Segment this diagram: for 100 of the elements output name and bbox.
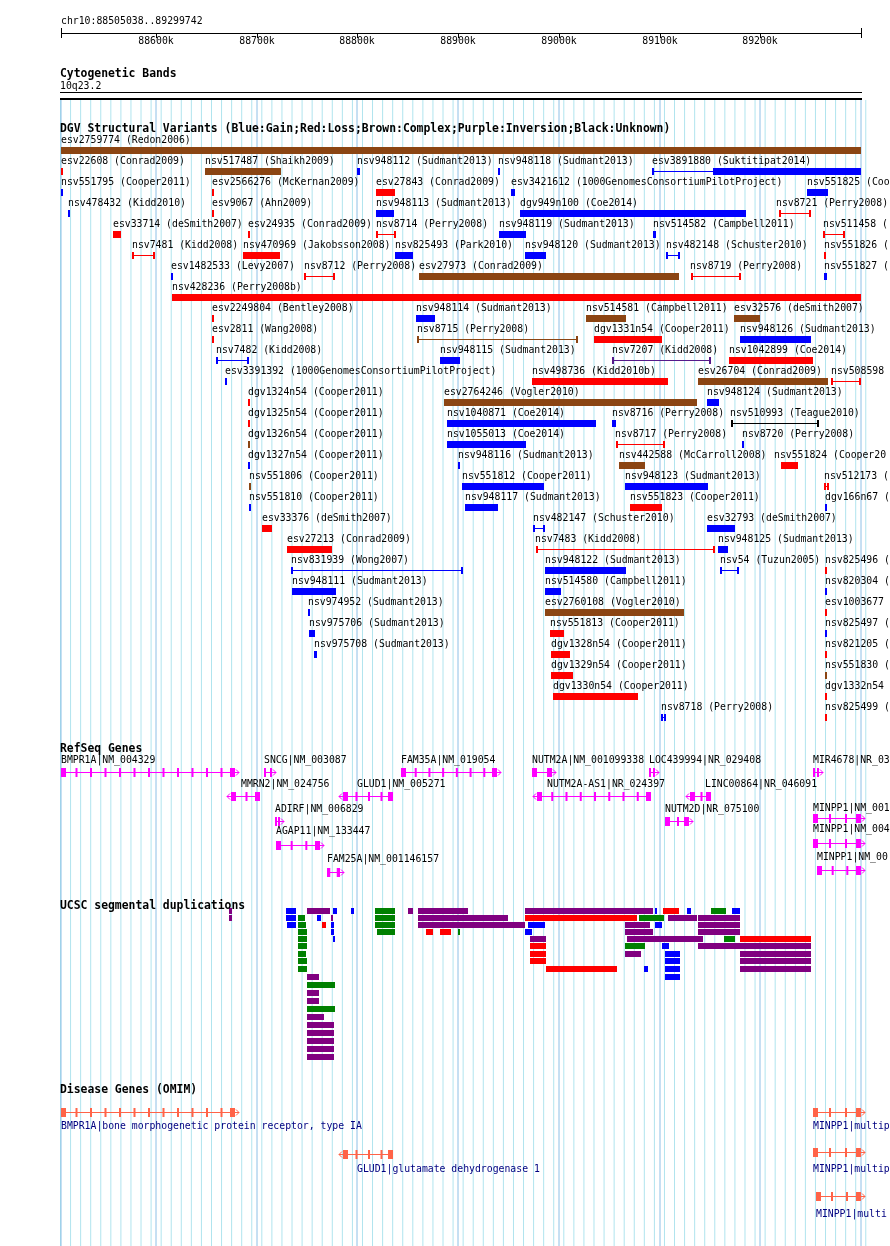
variant-label: nsv948114 (Sudmant2013) — [416, 302, 552, 313]
variant-label: nsv948115 (Sudmant2013) — [440, 344, 576, 355]
variant-label: nsv8719 (Perry2008) — [690, 260, 803, 271]
disease-gene-label: MINPP1|multi — [816, 1208, 887, 1219]
variant-label: nsv478432 (Kidd2010) — [68, 197, 186, 208]
tick-label: 89200k — [742, 35, 778, 46]
disease-gene-label: GLUD1|glutamate dehydrogenase 1 — [357, 1163, 540, 1174]
variant-label: esv32793 (deSmith2007) — [707, 512, 837, 523]
variant-label: dgv1327n54 (Cooper2011) — [248, 449, 384, 460]
disease-gene-label: MINPP1|multip — [813, 1120, 890, 1131]
gene-label: MINPP1|NM_00 — [817, 851, 888, 862]
variant-label: nsv948119 (Sudmant2013) — [499, 218, 635, 229]
variant-label: nsv442588 (McCarroll2008) — [619, 449, 767, 460]
variant-label: nsv510993 (Teague2010) — [730, 407, 860, 418]
gene-label: NUTM2A-AS1|NR_024397 — [547, 778, 665, 789]
variant-label: nsv551806 (Cooper2011) — [249, 470, 379, 481]
gene-label: ADIRF|NM_006829 — [275, 803, 364, 814]
variant-label: nsv482147 (Schuster2010) — [533, 512, 675, 523]
variant-label: dgv1326n54 (Cooper2011) — [248, 428, 384, 439]
variant-label: nsv948118 (Sudmant2013) — [498, 155, 634, 166]
variant-label: nsv8715 (Perry2008) — [417, 323, 530, 334]
variant-label: nsv948113 (Sudmant2013) — [376, 197, 512, 208]
gene-label: MMRN2|NM_024756 — [241, 778, 330, 789]
variant-label: esv24935 (Conrad2009) — [248, 218, 372, 229]
variant-label: nsv551812 (Cooper2011) — [462, 470, 592, 481]
variant-label: esv3891880 (Suktitipat2014) — [652, 155, 812, 166]
variant-label: nsv551795 (Cooper2011) — [61, 176, 191, 187]
variant-label: nsv8714 (Perry2008) — [376, 218, 489, 229]
variant-label: esv32576 (deSmith2007) — [734, 302, 864, 313]
gene-label: MINPP1|NM_001 — [813, 802, 890, 813]
variant-label: dgv949n100 (Coe2014) — [520, 197, 638, 208]
variant-label: nsv948117 (Sudmant2013) — [465, 491, 601, 502]
variant-label: nsv948122 (Sudmant2013) — [545, 554, 681, 565]
variant-label: dgv1331n54 (Cooper2011) — [594, 323, 730, 334]
variant-label: esv27843 (Conrad2009) — [376, 176, 500, 187]
section-heading: Cytogenetic Bands — [60, 67, 177, 80]
gene-label: BMPR1A|NM_004329 — [61, 754, 156, 765]
variant-label: nsv512173 ( — [824, 470, 889, 481]
variant-label: esv3391392 (1000GenomesConsortiumPilotProject) — [225, 365, 497, 376]
variant-label: nsv825496 ( — [825, 554, 890, 565]
variant-label: nsv948111 (Sudmant2013) — [292, 575, 428, 586]
tick-label: 88800k — [339, 35, 375, 46]
variant-label: dgv1330n54 (Cooper2011) — [553, 680, 689, 691]
variant-label: esv2566276 (McKernan2009) — [212, 176, 360, 187]
variant-label: esv1482533 (Levy2007) — [171, 260, 295, 271]
variant-label: nsv1040871 (Coe2014) — [447, 407, 565, 418]
variant-label: nsv514580 (Campbell2011) — [545, 575, 687, 586]
variant-label: esv9067 (Ahn2009) — [212, 197, 313, 208]
variant-label: nsv470969 (Jakobsson2008) — [243, 239, 391, 250]
tick-label: 89100k — [642, 35, 678, 46]
gene-label: FAM35A|NM_019054 — [401, 754, 496, 765]
variant-label: nsv551830 ( — [825, 659, 890, 670]
band-label: 10q23.2 — [60, 80, 102, 91]
variant-label: nsv948123 (Sudmant2013) — [625, 470, 761, 481]
variant-label: esv3421612 (1000GenomesConsortiumPilotProject) — [511, 176, 783, 187]
disease-gene-label: BMPR1A|bone morphogenetic protein receptor, type IA — [61, 1120, 362, 1131]
variant-label: nsv948125 (Sudmant2013) — [718, 533, 854, 544]
variant-label: esv1003677 — [825, 596, 884, 607]
gene-label: MIR4678|NR_03 — [813, 754, 890, 765]
variant-label: nsv8717 (Perry2008) — [615, 428, 728, 439]
variant-label: nsv8721 (Perry2008) — [776, 197, 889, 208]
variant-label: nsv511458 ( — [823, 218, 888, 229]
variant-label: nsv8712 (Perry2008) — [304, 260, 417, 271]
variant-label: nsv514581 (Campbell2011) — [586, 302, 728, 313]
variant-label: nsv8718 (Perry2008) — [661, 701, 774, 712]
variant-label: nsv948124 (Sudmant2013) — [707, 386, 843, 397]
variant-label: dgv166n67 ( — [825, 491, 890, 502]
gene-label: NUTM2D|NR_075100 — [665, 803, 760, 814]
variant-label: nsv7482 (Kidd2008) — [216, 344, 323, 355]
variant-label: esv22608 (Conrad2009) — [61, 155, 185, 166]
gene-label: GLUD1|NM_005271 — [357, 778, 446, 789]
variant-label: esv2764246 (Vogler2010) — [444, 386, 580, 397]
gene-label: LOC439994|NR_029408 — [649, 754, 762, 765]
tick-label: 88600k — [138, 35, 174, 46]
variant-label: nsv975708 (Sudmant2013) — [314, 638, 450, 649]
variant-label: esv27213 (Conrad2009) — [287, 533, 411, 544]
variant-label: nsv1055013 (Coe2014) — [447, 428, 565, 439]
variant-label: nsv7207 (Kidd2008) — [612, 344, 719, 355]
variant-label: dgv1328n54 (Cooper2011) — [551, 638, 687, 649]
variant-label: nsv551826 ( — [824, 239, 889, 250]
disease-gene-label: MINPP1|multip — [813, 1163, 890, 1174]
section-heading: DGV Structural Variants (Blue:Gain;Red:Loss;Brown:Complex;Purple:Inversion;Black:Unknown) — [60, 122, 671, 135]
variant-label: nsv551825 (Coo — [807, 176, 890, 187]
variant-label: nsv948120 (Sudmant2013) — [525, 239, 661, 250]
variant-label: nsv498736 (Kidd2010b) — [532, 365, 656, 376]
variant-label: nsv482148 (Schuster2010) — [666, 239, 808, 250]
variant-label: nsv974952 (Sudmant2013) — [308, 596, 444, 607]
variant-label: nsv551823 (Cooper2011) — [630, 491, 760, 502]
variant-label: nsv948112 (Sudmant2013) — [357, 155, 493, 166]
section-heading: UCSC segmental duplications — [60, 899, 246, 912]
variant-label: nsv428236 (Perry2008b) — [172, 281, 302, 292]
variant-label: nsv514582 (Campbell2011) — [653, 218, 795, 229]
variant-label: nsv1042899 (Coe2014) — [729, 344, 847, 355]
gene-label: AGAP11|NM_133447 — [276, 825, 371, 836]
variant-label: nsv821205 ( — [825, 638, 890, 649]
variant-label: nsv7481 (Kidd2008) — [132, 239, 239, 250]
variant-label: nsv54 (Tuzun2005) — [720, 554, 821, 565]
variant-label: nsv975706 (Sudmant2013) — [309, 617, 445, 628]
coordinate-label: chr10:88505038..89299742 — [61, 15, 203, 26]
variant-label: esv26704 (Conrad2009) — [698, 365, 822, 376]
